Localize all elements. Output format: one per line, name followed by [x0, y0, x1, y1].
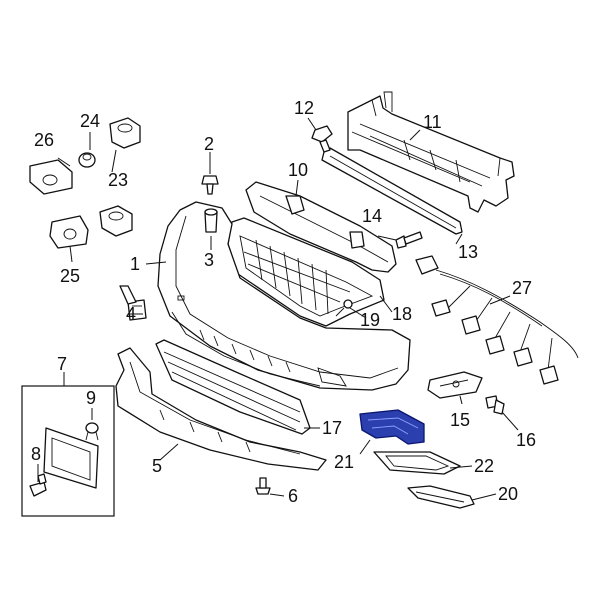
callout-27: 27	[512, 278, 532, 298]
part-23-sensor-lower	[99, 205, 133, 237]
callout-3: 3	[204, 250, 214, 270]
callout-10: 10	[288, 160, 308, 180]
part-8-screw	[29, 473, 47, 497]
part-24-sensor	[78, 152, 96, 168]
callout-21: 21	[334, 452, 354, 472]
part-26-sensor-holder	[29, 159, 73, 195]
part-15-fog-trim	[427, 371, 483, 399]
part-21-bracket-highlighted	[359, 409, 425, 445]
callout-9: 9	[86, 388, 96, 408]
part-25-sensor-holder	[49, 215, 89, 249]
callout-8: 8	[31, 444, 41, 464]
callout-4: 4	[126, 304, 136, 324]
callout-5: 5	[152, 456, 162, 476]
part-11-reinforcement	[347, 91, 515, 213]
callout-15: 15	[450, 410, 470, 430]
callout-12: 12	[294, 98, 314, 118]
part-27-wiring-harness	[415, 255, 579, 385]
callout-25: 25	[60, 266, 80, 286]
part-12-bolt	[311, 125, 333, 153]
callout-labels: 11 12 10 2 3 1 4 13 14 24 23 26 25 27 19…	[31, 98, 536, 506]
callout-11: 11	[423, 112, 442, 132]
callout-24: 24	[80, 111, 100, 131]
callout-2: 2	[204, 134, 214, 154]
part-6-screw	[255, 477, 271, 495]
callout-18: 18	[392, 304, 412, 324]
callout-19: 19	[360, 310, 380, 330]
part-23-sensor-upper	[109, 117, 141, 149]
leader-lines	[37, 117, 519, 501]
callout-23: 23	[108, 170, 128, 190]
part-19-clip	[335, 299, 353, 317]
callout-22: 22	[474, 456, 494, 476]
part-22-grille-insert	[373, 451, 461, 475]
part-13-strip	[321, 147, 463, 235]
callout-26: 26	[34, 130, 54, 150]
part-7-license-bracket-group	[21, 385, 115, 517]
part-9-clip	[85, 422, 99, 441]
callout-20: 20	[498, 484, 518, 504]
part-16-bolt	[485, 395, 505, 415]
part-14-bolt	[395, 231, 423, 249]
part-1-bumper-cover	[157, 201, 411, 391]
callout-7: 7	[57, 354, 67, 374]
callout-6: 6	[288, 486, 298, 506]
callout-14: 14	[362, 206, 382, 226]
part-10-absorber	[245, 181, 397, 273]
callout-1: 1	[130, 254, 140, 274]
part-3-sleeve	[204, 208, 218, 233]
part-20-trim-strip	[407, 485, 475, 509]
part-4-bracket	[119, 285, 147, 321]
callout-16: 16	[516, 430, 536, 450]
callout-13: 13	[458, 242, 478, 262]
part-2-screw	[201, 175, 219, 195]
part-5-spoiler	[115, 347, 327, 471]
callout-17: 17	[322, 418, 342, 438]
